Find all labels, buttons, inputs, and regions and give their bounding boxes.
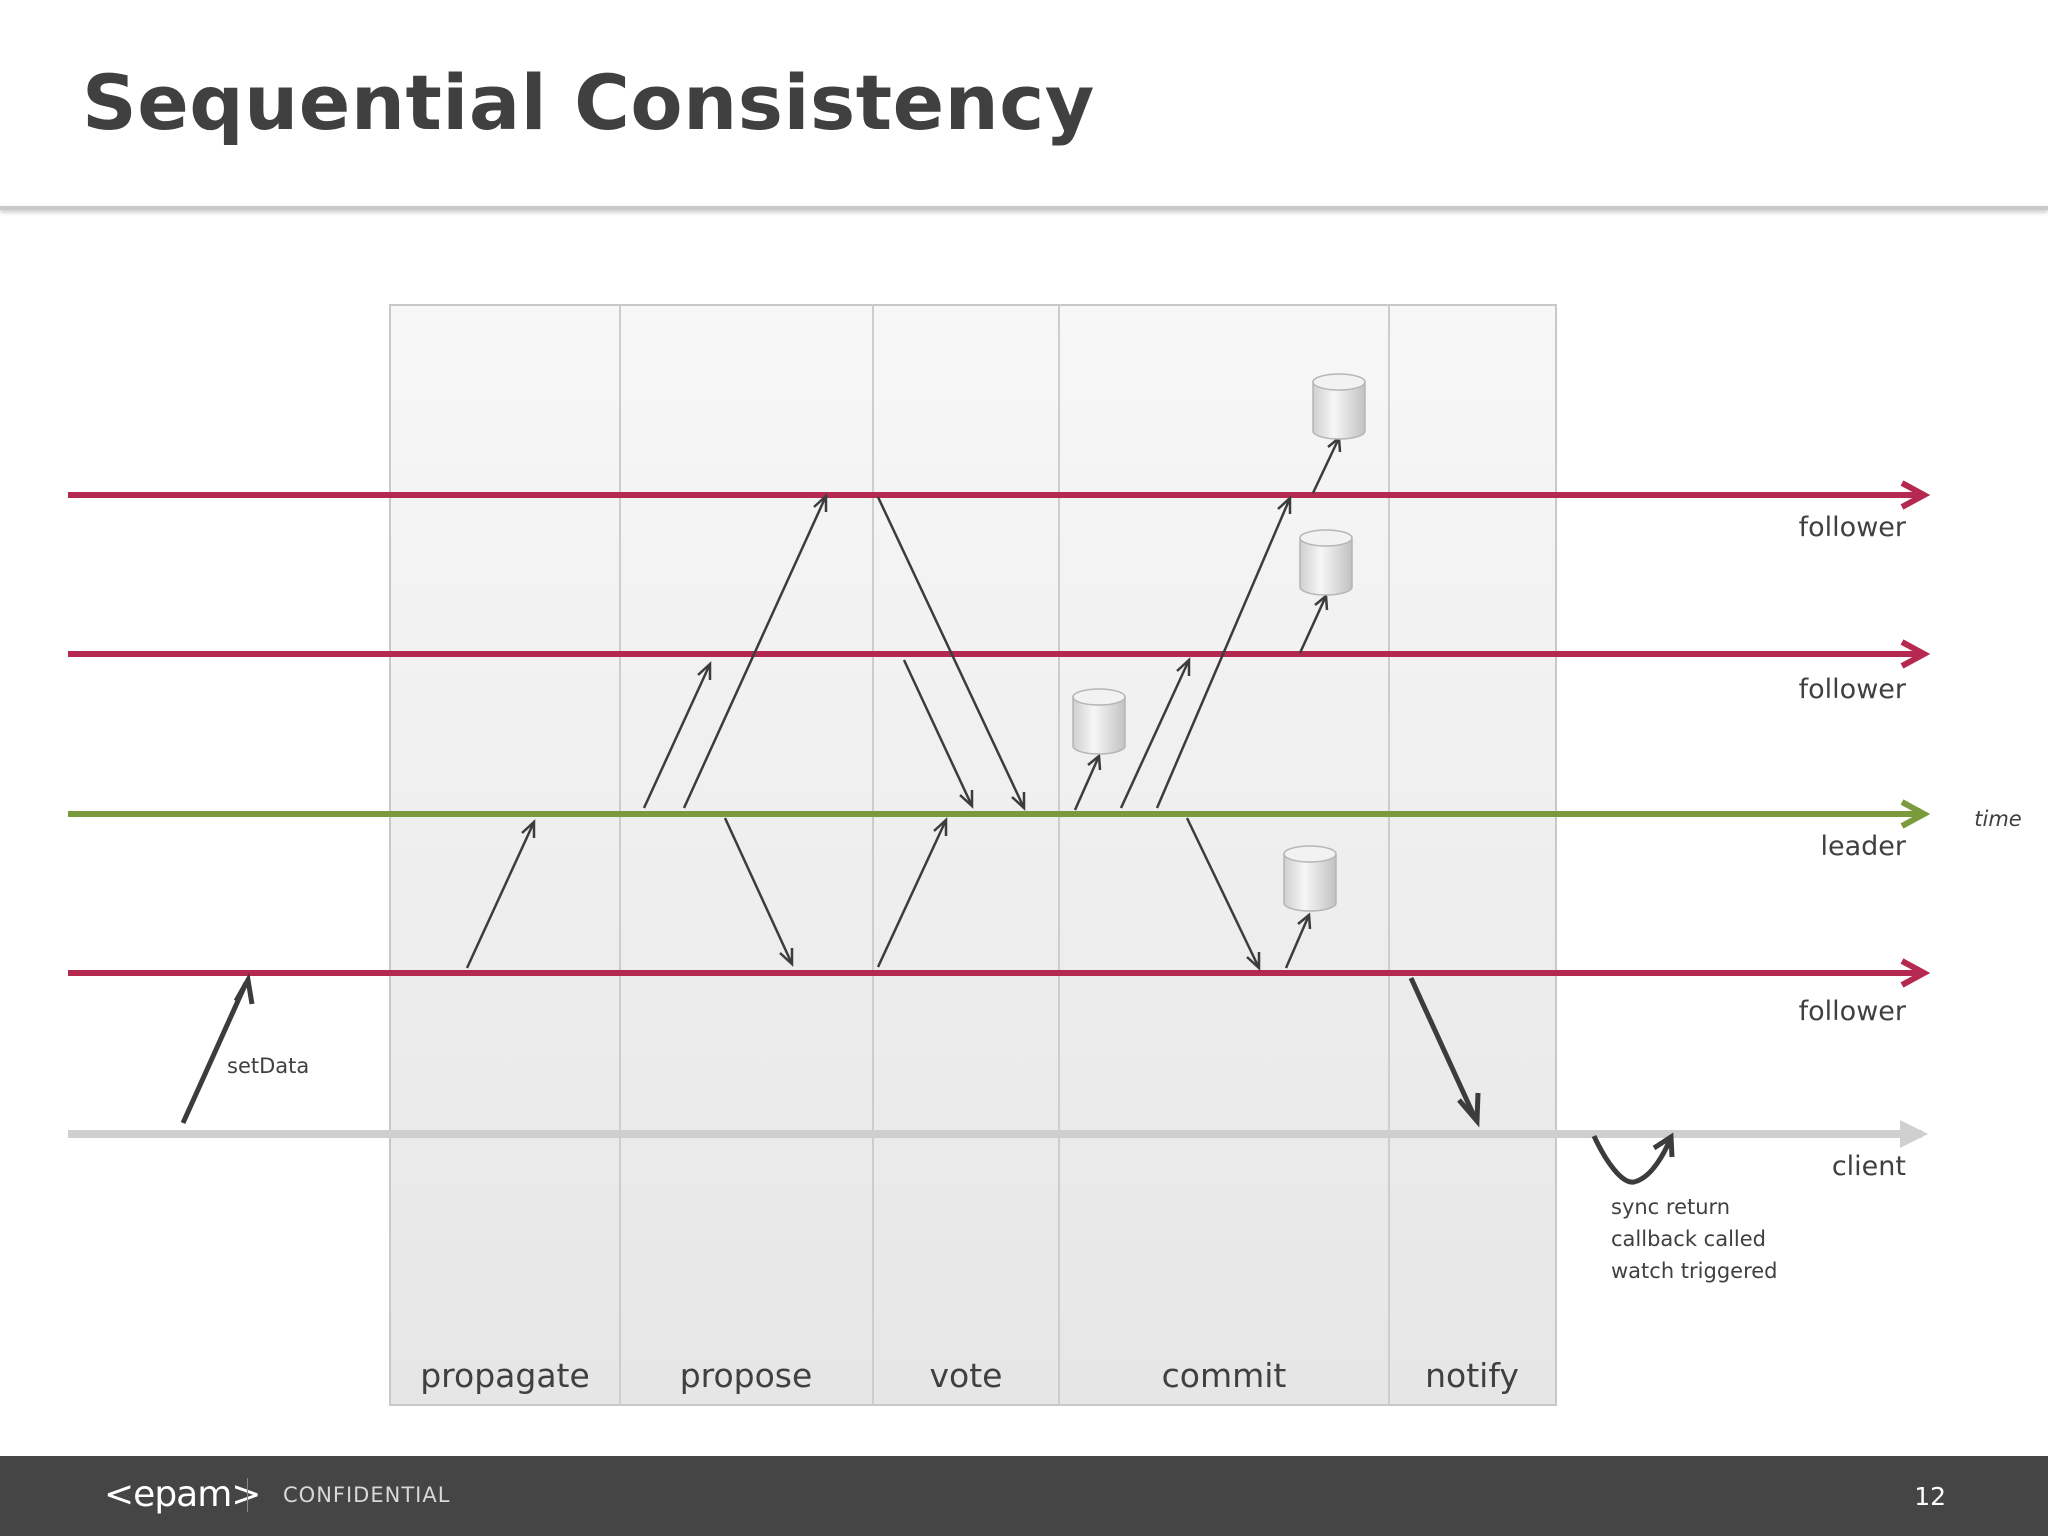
protocol-messages (465, 435, 1342, 971)
note-sync-return: sync return (1611, 1195, 1730, 1219)
message-arrowhead (1246, 952, 1261, 971)
follower-arrowhead (1900, 480, 1931, 510)
notify-arrow (1408, 976, 1478, 1120)
phase-label-vote: vote (930, 1356, 1003, 1395)
phase-label-propose: propose (680, 1356, 813, 1395)
disk-write-arrow (1073, 755, 1101, 811)
message-arrowhead (1277, 495, 1292, 514)
note-callback-called: callback called (1611, 1227, 1766, 1251)
leader-timeline: leader time (68, 799, 2022, 862)
message-arrowhead (813, 493, 828, 512)
message-arrow (642, 663, 712, 809)
follower-label: follower (1799, 996, 1907, 1027)
notify-message (1408, 976, 1481, 1128)
message-arrow (465, 821, 536, 969)
database-icon (1299, 529, 1353, 596)
follower-timeline: follower (68, 480, 1931, 543)
message-arrowhead (521, 819, 536, 838)
follower-label: follower (1799, 512, 1907, 543)
sync-return-arrow (1591, 1134, 1673, 1185)
set-data-arrow (180, 981, 249, 1125)
confidential-label: CONFIDENTIAL (283, 1483, 451, 1507)
message-arrow (682, 495, 828, 809)
message-arrowhead (959, 790, 974, 809)
client-label: client (1832, 1151, 1906, 1182)
sync-return-arrowhead (1652, 1132, 1675, 1158)
database-icon (1072, 688, 1126, 755)
follower-arrowhead (1900, 639, 1931, 669)
page-number: 12 (1914, 1482, 1946, 1511)
client-timeline: client (68, 1120, 1928, 1182)
message-arrowhead (779, 948, 794, 967)
message-arrowhead (933, 817, 948, 836)
follower-label: follower (1799, 674, 1907, 705)
disk-write-arrow (1311, 437, 1341, 494)
disk-write-arrowhead (1087, 753, 1102, 771)
message-arrow (876, 819, 948, 968)
slide-title: Sequential Consistency (82, 58, 1095, 147)
message-arrow (1185, 817, 1261, 969)
time-axis-label: time (1974, 807, 2021, 831)
phase-panel-background (389, 304, 1557, 1406)
slide-footer: <epam> CONFIDENTIAL 12 (0, 1456, 2048, 1536)
client-arrowhead (1900, 1120, 1928, 1148)
phase-panel: propagate propose vote commit notify (389, 304, 1557, 1406)
message-arrowhead (697, 661, 712, 680)
follower-arrowhead (1900, 958, 1931, 988)
epam-logo: <epam> (104, 1474, 261, 1515)
set-data-message: setData (180, 972, 309, 1125)
phase-label-propagate: propagate (420, 1356, 590, 1395)
message-arrow (876, 496, 1026, 809)
notify-arrowhead (1457, 1092, 1481, 1128)
sync-return: sync return callback called watch trigge… (1591, 1132, 1778, 1283)
phase-label-commit: commit (1162, 1356, 1287, 1395)
follower-timeline: follower (68, 958, 1931, 1027)
message-arrow (902, 659, 974, 807)
message-arrow (723, 817, 794, 965)
database-icon (1312, 373, 1366, 440)
note-watch-triggered: watch triggered (1611, 1259, 1778, 1283)
footer-divider (247, 1478, 248, 1512)
disk-write-arrowhead (1314, 593, 1329, 611)
leader-arrowhead (1900, 799, 1931, 829)
leader-label: leader (1820, 831, 1906, 862)
message-arrow (1119, 659, 1191, 809)
header-divider (0, 206, 2048, 210)
database-icon (1283, 845, 1337, 912)
disk-write-arrow (1284, 914, 1311, 969)
disk-write-arrow (1298, 595, 1328, 654)
follower-timeline: follower (68, 639, 1931, 705)
phase-label-notify: notify (1425, 1356, 1519, 1395)
slide-header: Sequential Consistency (0, 0, 2048, 206)
set-data-arrowhead (233, 972, 255, 1005)
disk-write-arrowhead (1297, 912, 1312, 930)
message-arrowhead (1011, 792, 1026, 811)
set-data-label: setData (227, 1054, 309, 1078)
message-arrow (1155, 497, 1292, 809)
message-arrowhead (1176, 657, 1191, 676)
